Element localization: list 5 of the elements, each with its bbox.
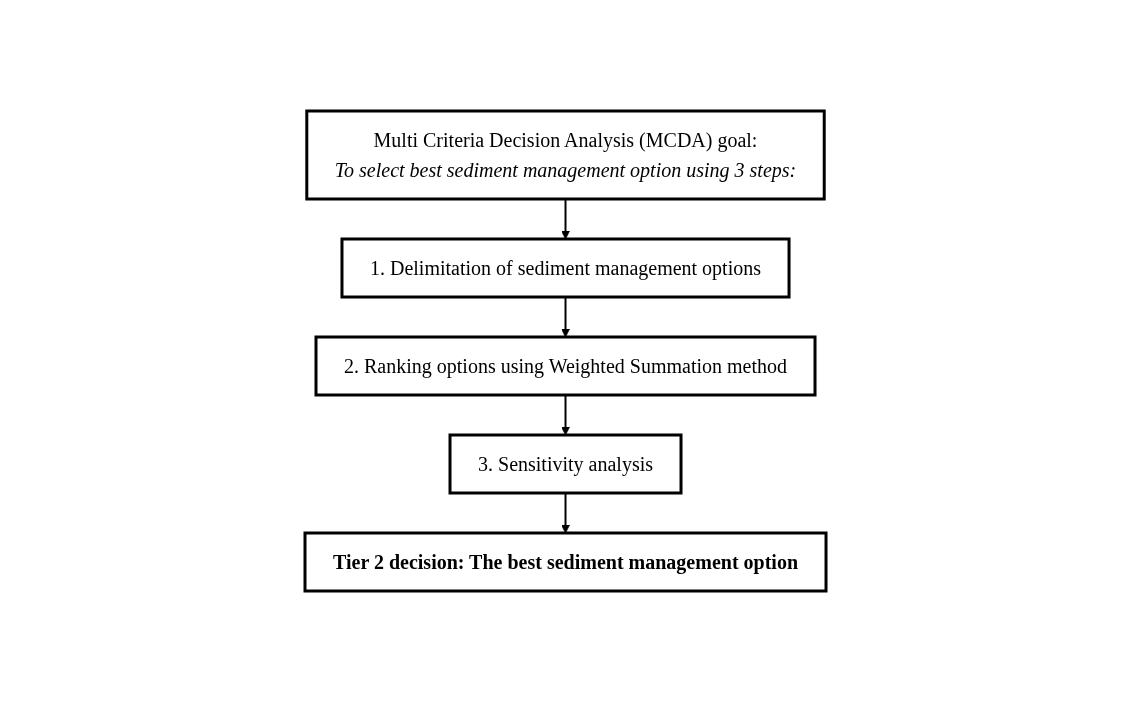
node-box: Tier 2 decision: The best sediment management option (304, 531, 828, 593)
node-box: Multi Criteria Decision Analysis (MCDA) goal: To select best sediment management option using 3 steps: (305, 109, 827, 201)
node-box: 2. Ranking options using Weighted Summation method (315, 335, 817, 397)
node-box: 3. Sensitivity analysis (449, 433, 683, 495)
node-box: 1. Delimitation of sediment management options (340, 237, 791, 299)
